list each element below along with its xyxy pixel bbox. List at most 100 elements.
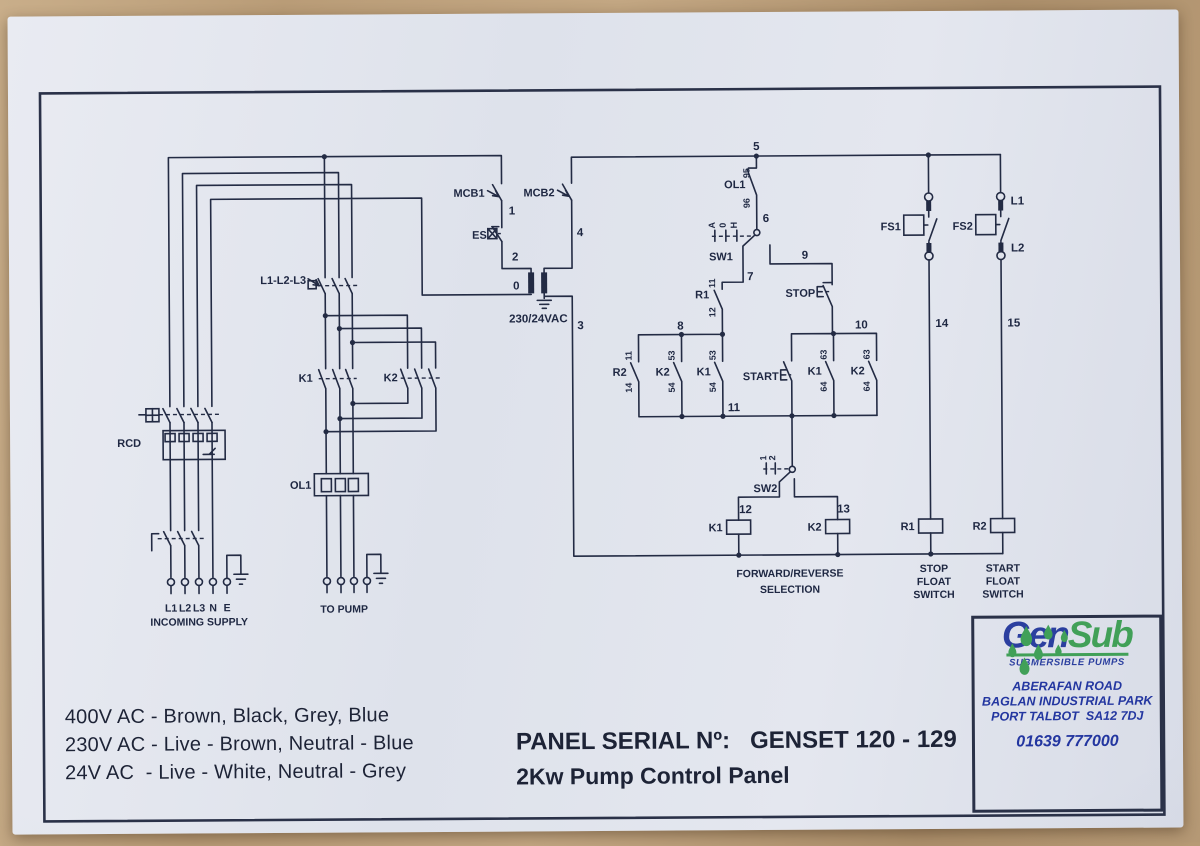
wire-numbers: 1 2 0 4 3 5 6 7 9 8 10 11 12 13 14 15 L1… xyxy=(509,141,1025,516)
sw2-pos-2: 2 xyxy=(767,455,777,460)
k2aux2-63: 63 xyxy=(862,349,872,359)
wire-13: 13 xyxy=(837,503,850,515)
label-sw2: SW2 xyxy=(753,483,777,495)
serial-label: PANEL SERIAL Nº: xyxy=(515,727,731,756)
wire-0: 0 xyxy=(513,280,519,292)
wire-2: 2 xyxy=(512,251,518,263)
ol1-96: 96 xyxy=(742,198,752,208)
sw1-pos-0: 0 xyxy=(718,223,728,228)
k2aux-53: 53 xyxy=(667,351,677,361)
caption-start-float-3: SWITCH xyxy=(982,588,1023,600)
k1aux-53: 53 xyxy=(708,350,718,360)
panel-serial-line: PANEL SERIAL Nº: GENSET 120 - 129 xyxy=(516,726,957,757)
label-transformer-rating: 230/24VAC xyxy=(509,313,568,325)
water-drops-icon xyxy=(1008,624,1068,675)
label-k1-aux1: K1 xyxy=(697,366,711,378)
label-mcb2: MCB2 xyxy=(523,187,554,199)
r2-14: 14 xyxy=(624,383,634,393)
terminal-symbols xyxy=(166,576,372,595)
junction-dots xyxy=(321,152,934,558)
transformer-primary-winding xyxy=(528,272,535,294)
caption-fwd-rev-1: FORWARD/REVERSE xyxy=(736,568,843,581)
sw1-pos-h: H xyxy=(729,222,739,229)
manufacturer-stamp: GenSub SUBMERSIBLE PUMPS ABERAFAN ROAD B… xyxy=(971,614,1164,813)
rcd-body xyxy=(162,429,227,461)
caption-stop-float-2: FLOAT xyxy=(917,576,952,588)
wire-colour-legend: 400V AC - Brown, Black, Grey, Blue 230V … xyxy=(65,701,414,787)
terminal-l1: L1 xyxy=(165,603,177,615)
label-main-breaker: L1-L2-L3 xyxy=(260,275,306,287)
ol1-95: 95 xyxy=(741,168,751,178)
label-start-button: START xyxy=(743,371,779,383)
brand-address: ABERAFAN ROAD BAGLAN INDUSTRIAL PARK POR… xyxy=(975,679,1160,725)
r1-12: 12 xyxy=(707,307,717,317)
k2aux-54: 54 xyxy=(667,383,677,393)
caption-fwd-rev-2: SELECTION xyxy=(760,584,820,596)
legend-line-400v: 400V AC - Brown, Black, Grey, Blue xyxy=(64,704,390,729)
sw2-pos-1: 1 xyxy=(758,455,768,460)
brand-phone: 01639 777000 xyxy=(1016,732,1119,751)
label-r1-contact: R1 xyxy=(695,289,709,301)
legend-line-230v: 230V AC - Live - Brown, Neutral - Blue xyxy=(64,732,414,757)
wire-5: 5 xyxy=(753,141,760,153)
label-k2-power: K2 xyxy=(384,372,398,384)
caption-stop-float-3: SWITCH xyxy=(913,589,954,601)
k1aux-63: 63 xyxy=(819,350,829,360)
label-ol1-control: OL1 xyxy=(724,179,745,191)
wire-3: 3 xyxy=(577,320,583,332)
transformer-wires xyxy=(528,153,1004,557)
label-k1-power: K1 xyxy=(299,373,313,385)
wire-8: 8 xyxy=(677,320,684,332)
label-r2-coil: R2 xyxy=(973,521,987,533)
k2aux2-64: 64 xyxy=(862,381,872,391)
device-boxes xyxy=(145,191,1016,536)
label-sw1: SW1 xyxy=(709,251,733,263)
k1-coil xyxy=(725,519,752,536)
power-circuit-wires xyxy=(138,154,573,586)
label-rcd: RCD xyxy=(117,438,141,450)
address-line-3: PORT TALBOT SA12 7DJ xyxy=(991,708,1144,724)
r1-coil xyxy=(917,518,944,534)
terminal-e: E xyxy=(224,602,231,614)
address-line-2: BAGLAN INDUSTRIAL PARK xyxy=(981,693,1153,709)
float-wire-l2: L2 xyxy=(1011,242,1024,254)
label-mcb1: MCB1 xyxy=(453,188,484,200)
k1aux-64: 64 xyxy=(819,382,829,392)
serial-value: GENSET 120 - 129 xyxy=(749,725,957,755)
label-k2-aux2: K2 xyxy=(851,365,865,377)
wire-15: 15 xyxy=(1007,317,1020,329)
legend-line-24v: 24V AC - Live - White, Neutral - Grey xyxy=(65,760,407,785)
breaker-actuator xyxy=(307,279,317,290)
wire-1: 1 xyxy=(509,206,516,218)
transformer-secondary-winding xyxy=(541,272,548,294)
overload-ol1-body xyxy=(313,472,370,497)
caption-to-pump: TO PUMP xyxy=(320,603,368,615)
drawing-frame xyxy=(38,85,1166,823)
label-stop-button: STOP xyxy=(785,288,815,300)
wire-11: 11 xyxy=(728,402,741,414)
float-wire-l1: L1 xyxy=(1011,195,1025,207)
terminal-l3: L3 xyxy=(193,602,205,614)
label-k1-aux2: K1 xyxy=(808,366,822,378)
caption-start-float-1: START xyxy=(986,562,1021,574)
r2-coil xyxy=(989,517,1016,534)
terminal-l2: L2 xyxy=(179,602,191,614)
sw1-pos-a: A xyxy=(707,222,717,229)
sw1-pivot xyxy=(753,228,761,237)
float-switch-fs1-body xyxy=(902,214,925,236)
wire-10: 10 xyxy=(855,319,868,331)
label-fs2: FS2 xyxy=(953,221,973,233)
label-ol1-power: OL1 xyxy=(290,480,311,492)
caption-start-float-2: FLOAT xyxy=(986,575,1021,587)
wire-9: 9 xyxy=(802,250,808,262)
wire-4: 4 xyxy=(577,227,584,239)
wire-14: 14 xyxy=(935,318,948,330)
label-r2-contact: R2 xyxy=(613,367,627,379)
k1aux-54: 54 xyxy=(708,382,718,392)
panel-name: 2Kw Pump Control Panel xyxy=(516,761,790,790)
float-switch-fs2-body xyxy=(974,213,997,236)
label-es: ES xyxy=(472,230,487,242)
